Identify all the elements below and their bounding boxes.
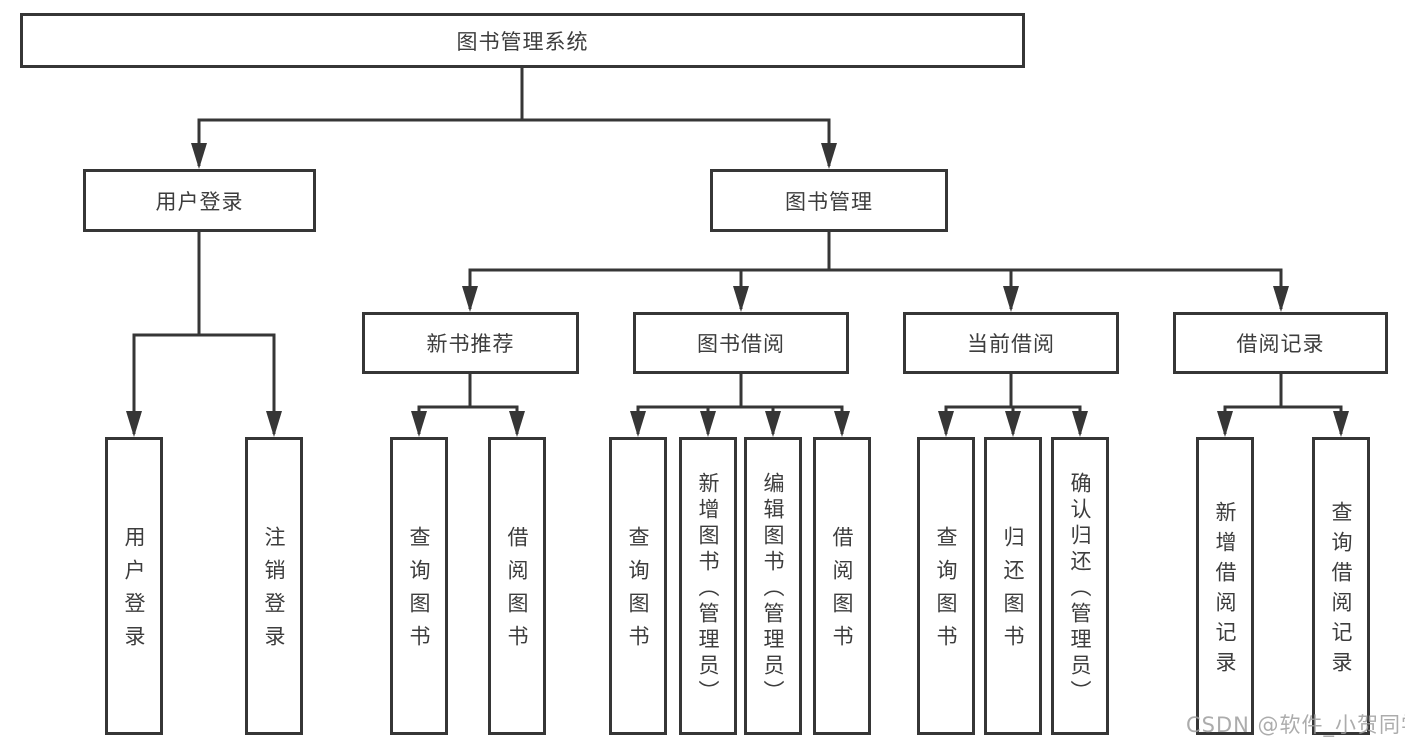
leaf-current-confirm-return-admin: 确认归还（管理员） xyxy=(1051,437,1109,735)
node-label: 新书推荐 xyxy=(426,332,515,356)
leaf-label: 确认归还（管理员） xyxy=(1068,471,1092,706)
leaf-label: 借阅图书 xyxy=(830,526,854,658)
leaf-label: 查询图书 xyxy=(934,526,958,658)
leaf-recommend-borrow-books: 借阅图书 xyxy=(488,437,546,735)
leaf-label: 查询借阅记录 xyxy=(1329,500,1353,681)
leaf-label: 注销登录 xyxy=(262,526,286,658)
leaf-recommend-query-books: 查询图书 xyxy=(390,437,448,735)
node-new-book-recommendation: 新书推荐 xyxy=(362,312,579,374)
node-root-library-management-system: 图书管理系统 xyxy=(20,13,1025,68)
node-label: 用户登录 xyxy=(155,189,244,214)
leaf-label: 新增借阅记录 xyxy=(1213,500,1237,681)
node-book-borrowing: 图书借阅 xyxy=(633,312,849,374)
leaf-records-add-borrow-record: 新增借阅记录 xyxy=(1196,437,1254,735)
csdn-watermark: CSDN @软件_小贺同学 xyxy=(1186,713,1405,737)
node-borrowing-records: 借阅记录 xyxy=(1173,312,1388,374)
leaf-label: 用户登录 xyxy=(122,526,146,658)
leaf-label: 新增图书（管理员） xyxy=(696,471,720,706)
leaf-logout: 注销登录 xyxy=(245,437,303,735)
arrowhead-icons xyxy=(126,143,1349,437)
leaf-user-login: 用户登录 xyxy=(105,437,163,735)
leaf-current-query-books: 查询图书 xyxy=(917,437,975,735)
leaf-records-query-borrow-record: 查询借阅记录 xyxy=(1312,437,1370,735)
leaf-borrow-borrow-books: 借阅图书 xyxy=(813,437,871,735)
leaf-current-return-books: 归还图书 xyxy=(984,437,1042,735)
leaf-label: 归还图书 xyxy=(1001,526,1025,658)
node-label: 图书管理系统 xyxy=(456,29,589,54)
leaf-borrow-edit-books-admin: 编辑图书（管理员） xyxy=(744,437,802,735)
node-book-management: 图书管理 xyxy=(710,169,948,232)
leaf-borrow-query-books: 查询图书 xyxy=(609,437,667,735)
leaf-borrow-add-books-admin: 新增图书（管理员） xyxy=(679,437,737,735)
node-label: 借阅记录 xyxy=(1236,332,1325,356)
node-label: 图书管理 xyxy=(785,189,873,214)
node-current-borrowing: 当前借阅 xyxy=(903,312,1119,374)
leaf-label: 查询图书 xyxy=(407,526,431,658)
node-label: 当前借阅 xyxy=(967,332,1055,356)
leaf-label: 编辑图书（管理员） xyxy=(761,471,785,706)
node-label: 图书借阅 xyxy=(697,332,785,356)
node-user-login: 用户登录 xyxy=(83,169,316,232)
leaf-label: 查询图书 xyxy=(626,526,650,658)
leaf-label: 借阅图书 xyxy=(505,526,529,658)
